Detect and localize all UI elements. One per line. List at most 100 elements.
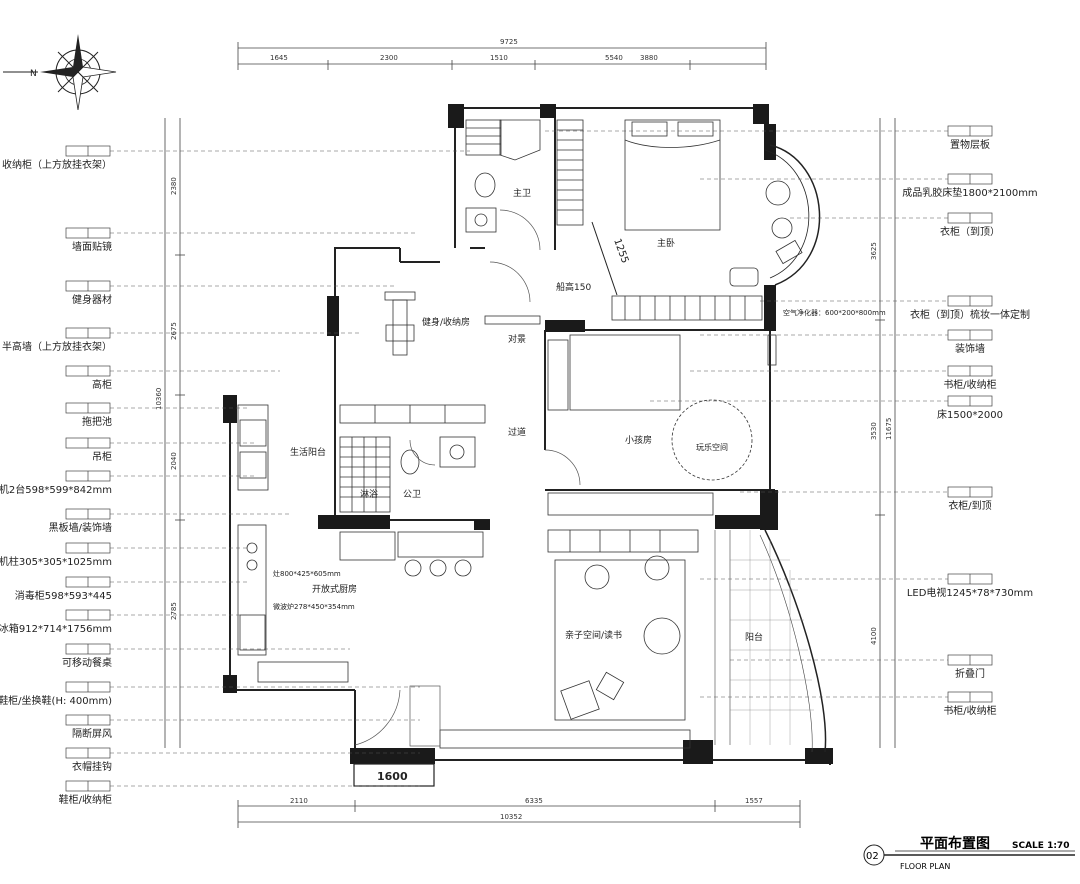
bay-window: [769, 144, 821, 286]
right-label-text: 床1500*2000: [937, 408, 1003, 421]
left-label: 墙面贴镜: [65, 227, 415, 253]
right-label: 置物层板: [545, 125, 993, 151]
right-label: 衣柜/到顶: [740, 486, 993, 512]
left-label-text: 吊柜: [92, 450, 112, 463]
right-label-text: LED电视1245*78*730mm: [907, 586, 1033, 599]
left-label: 可移动餐桌: [62, 643, 350, 669]
kitchen-fixtures: [339, 531, 484, 577]
right-label: 折叠门: [730, 654, 993, 680]
left-label-text: 鞋柜/坐换鞋(H: 400mm): [0, 694, 112, 707]
room-corridor: 过道: [508, 426, 526, 438]
balcony-tiles: [730, 530, 814, 745]
title-cn: 平面布置图: [920, 835, 990, 852]
dim-left: 2040: [170, 452, 178, 470]
left-label: 冰箱912*714*1756mm: [0, 609, 250, 635]
room-balcony: 阳台: [745, 631, 763, 643]
right-label: LED电视1245*78*730mm: [700, 573, 1033, 599]
left-label-text: 墙面贴镜: [72, 240, 112, 253]
left-label: 鞋柜/坐换鞋(H: 400mm): [0, 681, 420, 707]
room-play: 玩乐空间: [696, 442, 728, 452]
dim-top-seg: 1645: [270, 54, 288, 62]
left-label-text: 隔断屏风: [72, 727, 112, 740]
dim-right: 3530: [870, 422, 878, 440]
right-label-text: 衣柜（到顶）梳妆一体定制: [910, 308, 1030, 321]
dim-bottom-seg: 2110: [290, 797, 308, 805]
utility-fixtures: [237, 404, 349, 683]
right-label: 成品乳胶床垫1800*2100mm: [700, 173, 1038, 199]
left-label: 高柜: [65, 365, 280, 391]
title-en: FLOOR PLAN: [900, 862, 950, 871]
dim-entry: 1600: [377, 770, 408, 783]
walls: [229, 107, 831, 765]
left-label-text: 拖把池: [82, 415, 112, 428]
room-air-purifier: 空气净化器：600*200*800mm: [783, 308, 886, 317]
right-label-text: 置物层板: [950, 138, 990, 151]
dim-top-total: 9725: [500, 38, 518, 46]
left-label-text: 鞋柜/收纳柜: [59, 793, 112, 806]
right-label-text: 折叠门: [955, 667, 985, 680]
dim-left: 10360: [155, 388, 163, 410]
right-label-text: 装饰墙: [955, 342, 985, 355]
room-family: 亲子空间/读书: [565, 629, 622, 641]
room-microwave: 微波炉278*450*354mm: [273, 602, 355, 611]
master-bath-fixtures: [465, 119, 541, 233]
right-label-text: 书柜/收纳柜: [943, 378, 996, 391]
diag-dimension: [591, 221, 618, 296]
right-label-text: 衣柜（到顶）: [940, 225, 1000, 238]
left-label-text: 收纳柜（上方放挂衣架）: [2, 158, 112, 171]
left-label-text: 黑板墙/装饰墙: [49, 521, 112, 534]
structural-columns: [223, 104, 833, 764]
dim-right: 3625: [870, 242, 878, 260]
dim-top-seg: 3880: [640, 54, 658, 62]
left-label-text: 健身器材: [72, 293, 112, 306]
room-gym: 健身/收纳房: [422, 316, 470, 328]
left-label: 鞋柜/收纳柜: [59, 780, 420, 806]
top-dimension-lines: [237, 42, 767, 70]
dim-bottom-total: 10352: [500, 813, 522, 821]
left-label: 黑板墙/装饰墙: [49, 508, 290, 534]
title-scale: SCALE 1:70: [1012, 841, 1069, 851]
room-opposite: 对景: [508, 333, 526, 345]
left-label-text: 半高墙（上方放挂衣架）: [2, 340, 112, 353]
title-number: 02: [866, 851, 879, 862]
left-label-text: 洗衣机2台598*599*842mm: [0, 483, 112, 496]
svg-text:N: N: [30, 69, 37, 79]
dim-top-seg: 5540: [605, 54, 623, 62]
right-label: 书柜/收纳柜: [690, 365, 997, 391]
gym-fixtures: [339, 291, 541, 424]
dim-bottom-seg: 1557: [745, 797, 763, 805]
right-label: 衣柜（到顶）梳妆一体定制: [760, 295, 1030, 321]
right-label-text: 书柜/收纳柜: [943, 704, 996, 717]
room-kids: 小孩房: [625, 434, 652, 446]
right-label: 衣柜（到顶）: [790, 212, 1000, 238]
room-utility-balcony: 生活阳台: [290, 446, 326, 458]
left-label: 半高墙（上方放挂衣架）: [2, 327, 360, 353]
left-label-text: 高柜: [92, 378, 112, 391]
left-label: 收纳柜（上方放挂衣架）: [2, 145, 470, 171]
master-bed-furniture: [556, 119, 803, 321]
left-label: 饮水机柱305*305*1025mm: [0, 542, 250, 568]
room-master-bath: 主卫: [513, 187, 531, 199]
room-shower: 淋浴: [360, 488, 378, 500]
left-label: 洗衣机2台598*599*842mm: [0, 470, 255, 496]
dim-right: 4100: [870, 627, 878, 645]
left-label: 消毒柜598*593*445: [15, 576, 250, 602]
dim-top-seg: 2300: [380, 54, 398, 62]
room-master-bed: 主卧: [657, 237, 675, 249]
left-label-text: 衣帽挂钩: [72, 760, 112, 773]
dim-left: 2380: [170, 177, 178, 195]
room-kitchen: 开放式厨房: [312, 583, 357, 595]
left-label: 健身器材: [65, 280, 395, 306]
room-sill: 船高150: [556, 281, 591, 293]
dim-diag: 1255: [611, 237, 630, 265]
left-label: 隔断屏风: [65, 714, 420, 740]
room-stove: 灶800*425*605mm: [273, 569, 341, 578]
left-label-text: 冰箱912*714*1756mm: [0, 622, 112, 635]
vertical-dimension-lines: [164, 118, 896, 748]
left-label: 吊柜: [65, 437, 255, 463]
right-label: 装饰墙: [700, 329, 993, 355]
family-space-furniture: [439, 555, 691, 749]
